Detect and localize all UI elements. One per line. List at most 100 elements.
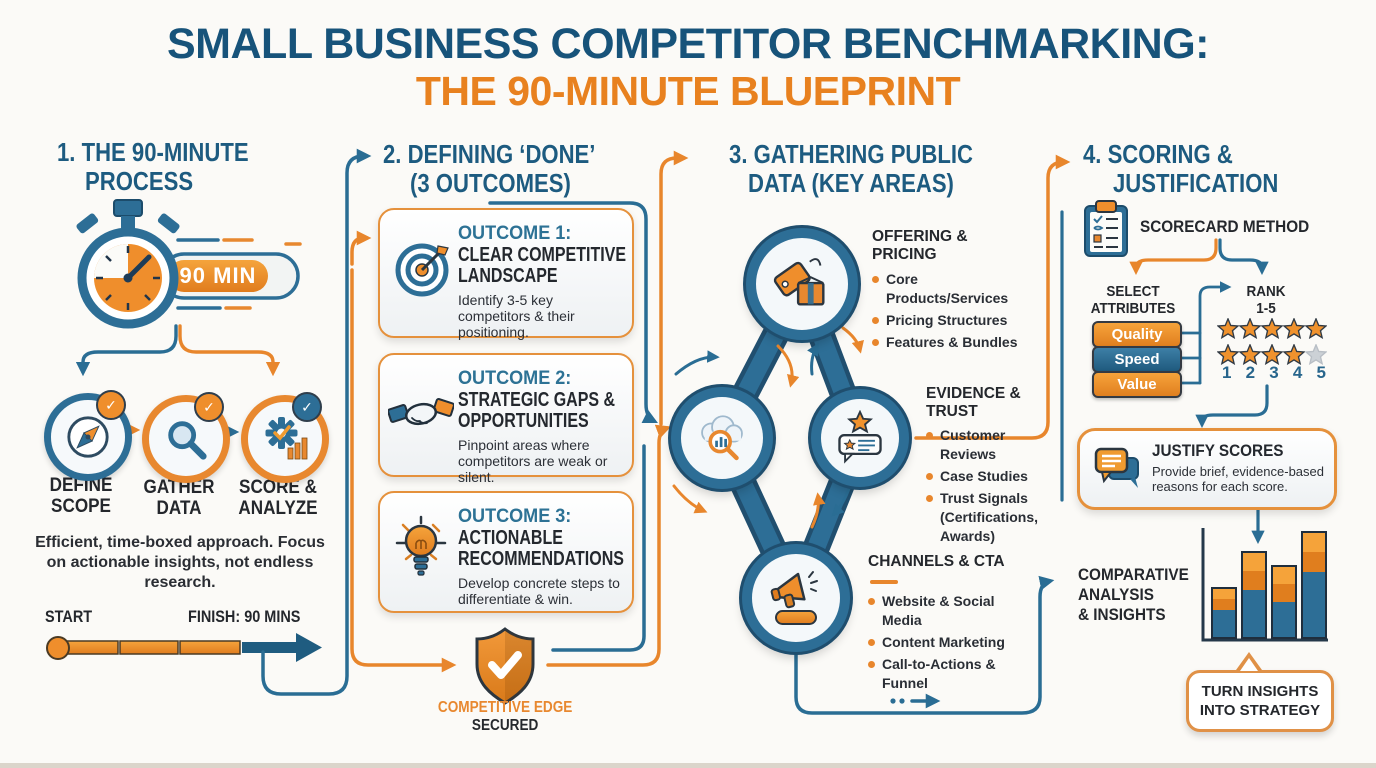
justify-scores-box: JUSTIFY SCORES Provide brief, evidence-b… <box>1077 428 1337 510</box>
bullet-text: Website & Social Media <box>882 593 995 628</box>
scorecard-method-label: SCORECARD METHOD <box>1140 217 1310 236</box>
bullet-text: Trust Signals (Certifications, Awards) <box>940 490 1039 544</box>
check-badge-icon: ✓ <box>96 390 126 420</box>
star-icon-empty <box>1305 344 1327 365</box>
comparative-bar-chart <box>1201 528 1328 642</box>
section2-heading: 2. DEFINING ‘DONE’ (3 OUTCOMES) <box>383 139 596 198</box>
star-icon <box>1305 318 1327 339</box>
star-rating-row-1 <box>1217 318 1327 339</box>
hub-node-channels <box>742 544 850 652</box>
strategy-callout: TURN INSIGHTS INTO STRATEGY <box>1186 670 1334 732</box>
section4-heading: 4. SCORING & JUSTIFICATION <box>1083 139 1279 198</box>
rank-label: RANK 1-5 <box>1246 283 1286 317</box>
attribute-chip-value: Value <box>1092 371 1182 398</box>
outcome-title: ACTIONABLE RECOMMENDATIONS <box>458 527 624 570</box>
bullet-text: Content Marketing <box>882 634 1005 650</box>
star-icon <box>1239 318 1261 339</box>
star-icon <box>1261 344 1283 365</box>
bullet-dot <box>868 598 875 605</box>
target-icon <box>395 243 449 297</box>
bottom-edge-strip <box>0 763 1376 768</box>
section-connectors <box>261 148 1071 715</box>
area-bullets-channels: Website & Social Media Content Marketing… <box>868 592 1018 696</box>
select-attributes-label: SELECT ATTRIBUTES <box>1090 283 1176 317</box>
outcome-desc: Pinpoint areas where competitors are wea… <box>458 437 608 485</box>
timeline-start-label: START <box>45 607 93 626</box>
badge-caption-line1: COMPETITIVE EDGE <box>437 699 573 716</box>
section1-heading: 1. THE 90-MINUTE PROCESS <box>57 137 249 196</box>
outcome-box-3: OUTCOME 3: ACTIONABLE RECOMMENDATIONS De… <box>378 491 634 613</box>
star-icon <box>1283 318 1305 339</box>
attribute-chip-speed: Speed <box>1092 346 1182 373</box>
bullet-dot <box>872 339 879 346</box>
star-icon <box>1217 344 1239 365</box>
check-badge-icon: ✓ <box>292 392 322 422</box>
price-tag-box-icon <box>773 258 825 306</box>
page-title-line1: SMALL BUSINESS COMPETITOR BENCHMARKING: <box>167 20 1210 68</box>
justify-title: JUSTIFY SCORES <box>1152 441 1284 460</box>
magnifier-icon <box>168 421 207 460</box>
area-bullets-evidence: Customer Reviews Case Studies Trust Sign… <box>926 426 1052 549</box>
star-icon <box>1217 318 1239 339</box>
bullet-dot <box>872 276 879 283</box>
step-label-define-scope: DEFINE SCOPE <box>49 475 113 517</box>
page-title-line2: THE 90-MINUTE BLUEPRINT <box>415 68 961 114</box>
speech-bubbles-icon <box>1094 447 1139 488</box>
outcome-box-2: OUTCOME 2: STRATEGIC GAPS & OPPORTUNITIE… <box>378 353 634 485</box>
star-rating-row-2 <box>1217 344 1327 365</box>
step-label-score-analyze: SCORE & ANALYZE <box>238 477 318 519</box>
megaphone-icon <box>770 571 818 625</box>
hub-node-evidence <box>811 389 909 487</box>
bullet-text: Pricing Structures <box>886 312 1008 328</box>
bullet-dot <box>868 661 875 668</box>
scoring-connectors <box>1129 238 1269 545</box>
outcome-kicker: OUTCOME 1: <box>458 223 572 244</box>
bullet-text: Customer Reviews <box>940 427 1006 462</box>
timeline-bar <box>46 633 322 662</box>
bullet-dot <box>926 473 933 480</box>
outcome-desc: Identify 3-5 key competitors & their pos… <box>458 292 575 340</box>
hub-flow-arrows <box>672 326 864 529</box>
outcome-kicker: OUTCOME 2: <box>458 368 572 389</box>
bullet-text: Case Studies <box>940 468 1028 484</box>
star-icon <box>1283 344 1305 365</box>
area-title-channels: CHANNELS & CTA <box>868 553 1005 570</box>
bullet-dot <box>868 639 875 646</box>
justify-desc: Provide brief, evidence-based reasons fo… <box>1152 464 1324 494</box>
channels-underline <box>870 580 898 584</box>
section3-heading: 3. GATHERING PUBLIC DATA (KEY AREAS) <box>729 139 973 198</box>
bullet-text: Call-to-Actions & Funnel <box>882 656 996 691</box>
star-review-icon <box>838 410 882 464</box>
process-note: Efficient, time-boxed approach. Focus on… <box>35 534 325 591</box>
bullet-dot <box>926 432 933 439</box>
clipboard-checklist-icon <box>1084 200 1128 257</box>
outcome-desc: Develop concrete steps to differentiate … <box>458 575 620 607</box>
attribute-chip-quality: Quality <box>1092 321 1182 348</box>
star-icon <box>1239 344 1261 365</box>
compass-icon <box>67 416 109 458</box>
bullet-dot <box>926 495 933 502</box>
timer-label: 90 MIN <box>179 263 257 288</box>
star-icon <box>1261 318 1283 339</box>
strategy-bubble-tail-inner <box>1240 658 1258 671</box>
step-score-analyze <box>241 395 329 483</box>
comparative-analysis-label: COMPARATIVE ANALYSIS & INSIGHTS <box>1078 565 1189 624</box>
area-title-offering: OFFERING & PRICING <box>872 228 968 263</box>
outcome-title: CLEAR COMPETITIVE LANDSCAPE <box>458 244 627 287</box>
cloud-search-icon <box>701 415 743 461</box>
outcome-kicker: OUTCOME 3: <box>458 506 572 527</box>
hub-node-offering <box>746 228 858 340</box>
timeline-finish-label: FINISH: 90 MINS <box>188 607 301 626</box>
gear-analytics-icon <box>265 417 308 460</box>
outcome-title: STRATEGIC GAPS & OPPORTUNITIES <box>458 389 616 432</box>
step-label-gather-data: GATHER DATA <box>143 477 215 519</box>
hub-node-search <box>671 387 773 489</box>
bullet-dot <box>872 317 879 324</box>
stopwatch-icon <box>76 199 302 329</box>
area-bullets-offering: Core Products/Services Pricing Structure… <box>872 270 1032 355</box>
badge-caption-line2: SECURED <box>471 717 539 734</box>
handshake-icon <box>388 398 454 426</box>
area-title-evidence: EVIDENCE & TRUST <box>926 385 1021 420</box>
